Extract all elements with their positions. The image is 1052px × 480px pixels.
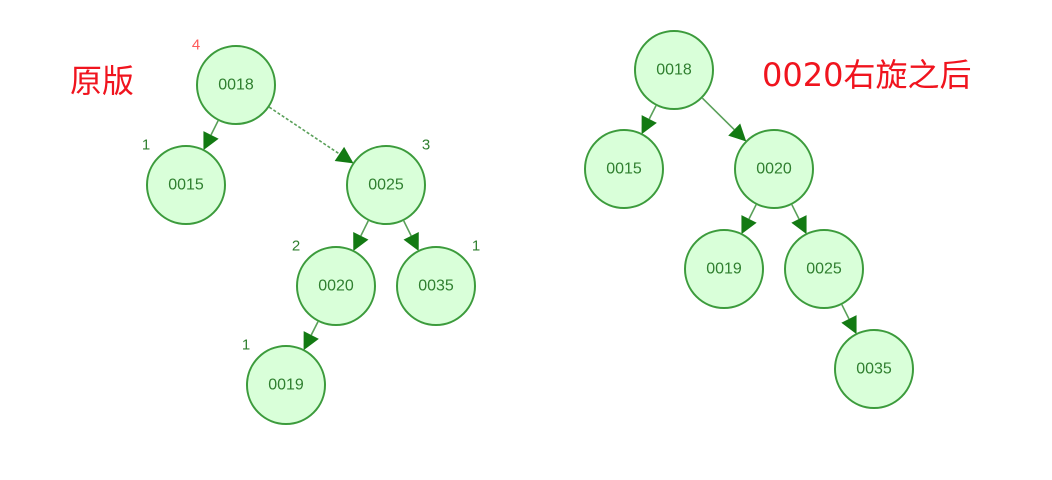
original-node-0015: 0015 1 [142,137,226,225]
original-edge-a20-a19 [303,321,319,351]
arrow-head [303,331,319,351]
node-circle [146,145,226,225]
node-circle [784,229,864,309]
rotated-tree-title: 0020右旋之后 [762,56,971,94]
node-circle [684,229,764,309]
original-tree-title: 原版 [70,62,134,100]
original-edge-a25-a20 [353,220,369,252]
arrow-head [641,115,657,135]
edge-line [748,204,757,220]
edge-line [403,220,412,237]
node-label: 0035 [856,361,892,378]
node-height-label: 1 [472,238,480,255]
node-height-label: 1 [242,337,250,354]
node-circle [246,345,326,425]
node-label: 0018 [656,62,692,79]
arrow-head [353,232,369,252]
rotated-node-0035: 0035 [834,329,914,409]
edge-line [210,120,219,136]
rotated-edge-b20-b25 [791,204,807,235]
original-node-0035: 0035 1 [396,238,480,326]
node-circle [396,246,476,326]
arrow-head [741,215,757,235]
arrow-head [728,123,747,142]
rotated-edge-b18-b20 [701,97,747,142]
node-label: 0020 [318,278,354,295]
original-edge-a18-a15 [203,120,219,151]
node-label: 0015 [168,177,204,194]
node-circle [834,329,914,409]
node-circle [584,129,664,209]
rotated-node-0018: 0018 [634,30,714,110]
rotated-node-0020: 0020 [734,129,814,209]
node-circle [734,129,814,209]
arrow-head [791,215,807,235]
node-label: 0015 [606,161,642,178]
node-height-label: 2 [292,238,300,255]
original-node-0019: 0019 1 [242,337,326,425]
rotated-edge-b20-b19 [741,204,757,235]
original-node-0018: 0018 4 [192,37,276,125]
node-label: 0035 [418,278,454,295]
original-node-0025: 0025 3 [346,137,430,225]
rotated-edge-b18-b15 [641,105,657,135]
edges-layer [203,97,857,351]
node-height-label: 4 [192,37,200,54]
arrow-head [334,146,354,164]
node-label: 0020 [756,161,792,178]
node-label: 0018 [218,77,254,94]
original-edge-a25-a35 [403,220,419,252]
node-height-label: 3 [422,137,430,154]
arrow-head [203,131,219,151]
node-height-label: 1 [142,137,150,154]
edge-line [791,204,800,220]
node-label: 0019 [268,377,304,394]
node-circle [346,145,426,225]
edge-line [360,220,369,237]
original-node-0020: 0020 2 [292,238,376,326]
original-edge-a18-a25 [268,106,354,164]
edge-line [268,106,340,155]
node-circle [196,45,276,125]
edge-line [701,97,735,131]
arrow-head [403,232,419,252]
node-label: 0019 [706,261,742,278]
arrow-head [841,315,857,335]
rotated-node-0025: 0025 [784,229,864,309]
edge-line [841,304,850,320]
rotated-node-0019: 0019 [684,229,764,309]
edge-line [648,105,657,120]
rotated-edge-b25-b35 [841,304,857,335]
node-circle [296,246,376,326]
rotated-node-0015: 0015 [584,129,664,209]
node-label: 0025 [368,177,404,194]
edge-line [310,321,319,336]
node-label: 0025 [806,261,842,278]
node-circle [634,30,714,110]
